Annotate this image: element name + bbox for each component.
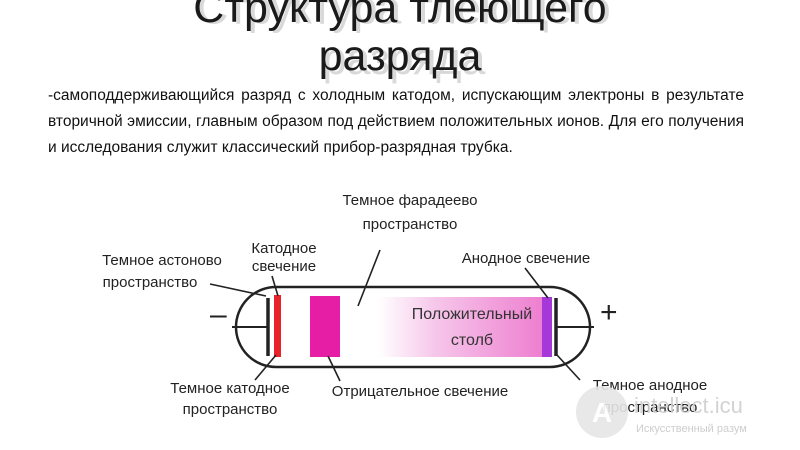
aston-dark-label-1: Темное астоново <box>102 252 222 269</box>
leader-faraday <box>357 249 381 307</box>
watermark-text: intellect.icu <box>634 393 743 418</box>
leader-anode-glow <box>524 267 549 299</box>
anode-glow-label: Анодное свечение <box>462 250 591 267</box>
leader-cathode-dark <box>254 354 277 381</box>
negative-glow-region <box>310 296 340 357</box>
anode-glow-region <box>542 297 552 357</box>
leader-cathode-glow <box>271 275 279 297</box>
watermark-subtitle: Искусственный разум <box>636 423 747 435</box>
faraday-dark-label-1: Темное фарадеево <box>342 192 477 209</box>
title-line-1: Структура тлеющего <box>193 0 607 32</box>
positive-column-label-2: столб <box>451 332 493 349</box>
leader-negative-glow <box>327 355 341 382</box>
leader-anode-dark <box>556 354 581 381</box>
aston-dark-label-2: пространство <box>103 274 198 291</box>
watermark-logo-letter: A <box>592 397 612 428</box>
cathode-dark-label-2: пространство <box>183 401 278 418</box>
positive-column-region <box>378 297 542 357</box>
negative-glow-label: Отрицательное свечение <box>332 383 508 400</box>
anode-dark-label-1: Темное анодное <box>593 377 707 394</box>
faraday-dark-label-2: пространство <box>363 216 458 233</box>
watermark: A intellect.icu Искусственный разум <box>576 386 747 438</box>
description-text: -самоподдерживающийся разряд с холодным … <box>48 87 744 156</box>
plus-sign: + <box>600 296 618 329</box>
watermark-logo-icon <box>576 386 628 438</box>
cathode-glow-label-1: Катодное <box>251 240 316 257</box>
minus-sign: – <box>210 298 227 331</box>
leader-aston <box>209 283 267 297</box>
page-title: Структура тлеющего разряда <box>0 0 800 80</box>
positive-column-label-1: Положительный <box>412 306 532 323</box>
cathode-glow-region <box>274 295 281 357</box>
title-line-2: разряда <box>318 32 482 80</box>
cathode-dark-label-1: Темное катодное <box>170 380 289 397</box>
cathode-glow-label-2: свечение <box>252 258 316 275</box>
